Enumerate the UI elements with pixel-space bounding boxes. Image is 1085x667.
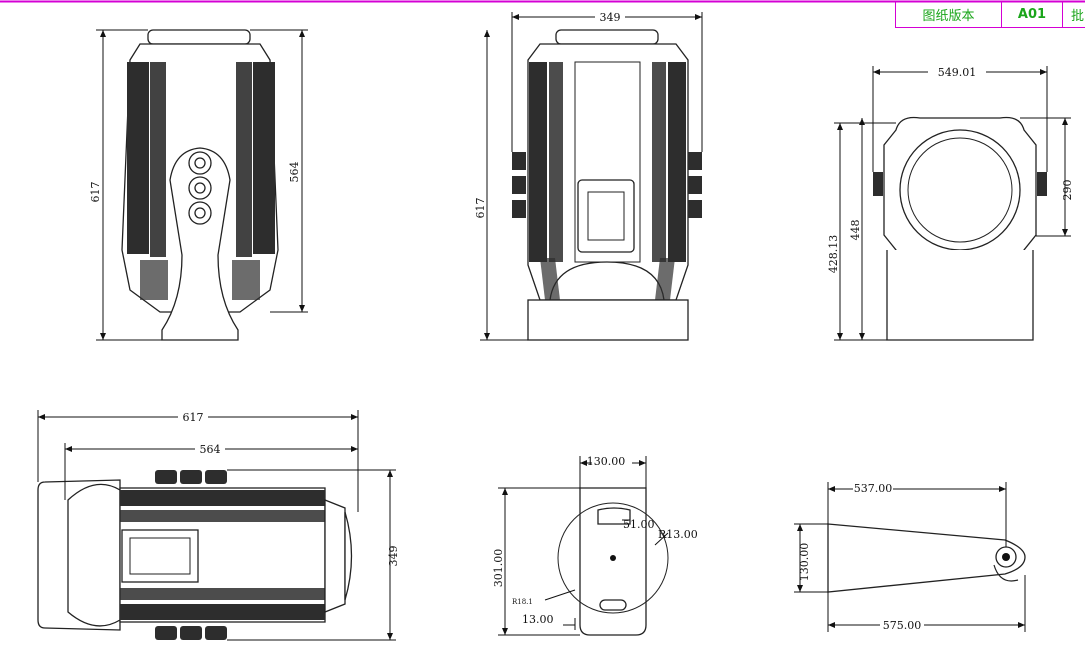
dim-back-height-outer: 428.13 bbox=[827, 235, 840, 274]
back-view: 549.01 428.13 448 290 bbox=[827, 66, 1074, 341]
front-view: 617 564 bbox=[89, 29, 308, 341]
dim-front-body-height: 564 bbox=[288, 162, 301, 183]
dim-bracket-bottom: 13.00 bbox=[522, 613, 554, 626]
dim-side-width: 349 bbox=[600, 11, 621, 24]
dim-back-width: 549.01 bbox=[938, 66, 977, 79]
title-block-version-label: 图纸版本 bbox=[895, 2, 1002, 28]
dim-bracket-slot: 51.00 bbox=[623, 518, 655, 531]
dim-bottom-width: 349 bbox=[387, 546, 400, 567]
dim-back-height-mid: 448 bbox=[849, 220, 862, 241]
dim-arm-height: 130.00 bbox=[798, 543, 811, 582]
dim-bottom-body-length: 564 bbox=[200, 443, 221, 456]
bottom-view: 617 564 349 bbox=[37, 410, 400, 641]
dim-bracket-radius: R13.00 bbox=[658, 528, 698, 541]
dim-side-height: 617 bbox=[474, 198, 487, 219]
arm-view: 537.00 130.00 575.00 bbox=[794, 482, 1026, 632]
dim-arm-bottom: 575.00 bbox=[883, 619, 922, 632]
dim-bracket-small: R18.1 bbox=[512, 598, 533, 606]
dim-back-lens: 290 bbox=[1061, 180, 1074, 201]
side-view: 349 617 bbox=[474, 10, 703, 341]
title-block-cut-cell: 批 bbox=[1062, 2, 1085, 28]
dim-bracket-top: 130.00 bbox=[587, 455, 626, 468]
title-block-version-value: A01 bbox=[1001, 2, 1063, 28]
dim-bracket-height: 301.00 bbox=[492, 549, 505, 588]
bracket-view: 130.00 301.00 51.00 R13.00 R18.1 13.00 bbox=[492, 455, 698, 636]
dim-bottom-length: 617 bbox=[183, 411, 204, 424]
dim-front-height: 617 bbox=[89, 182, 102, 203]
dim-arm-top: 537.00 bbox=[854, 482, 893, 495]
